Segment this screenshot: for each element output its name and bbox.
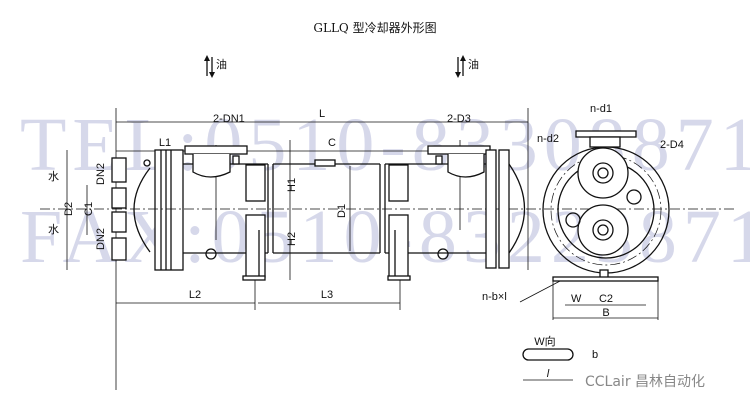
end-view — [542, 130, 670, 320]
dim-n-b-l: n-b×l — [482, 291, 507, 303]
support-right — [387, 164, 411, 281]
leader-n-b-l — [519, 279, 563, 303]
dim-B: B — [602, 307, 609, 319]
dim-2-D3: 2-D3 — [447, 113, 471, 125]
dim-D1: D1 — [336, 204, 348, 218]
dim-b: b — [592, 349, 598, 361]
dim-L3: L3 — [321, 289, 333, 301]
oil-outlet-arrow-icon — [455, 55, 466, 78]
oil-nozzle-left — [184, 145, 248, 178]
dim-D2: D2 — [63, 202, 75, 216]
dim-H2: H2 — [286, 232, 298, 246]
left-flange — [154, 149, 184, 271]
dim-C: C — [328, 137, 336, 149]
oil-inlet-arrow-icon — [204, 55, 215, 78]
oil-label-left: 油 — [216, 57, 227, 71]
drawing-title: GLLQ 型冷却器外形图 — [313, 21, 436, 35]
dim-DN2-top: DN2 — [95, 163, 107, 185]
dim-C2: C2 — [599, 293, 613, 305]
dim-L1: L1 — [159, 137, 171, 149]
w-view-label: W向 — [534, 334, 555, 348]
brand-watermark: CCLair 昌林自动化 — [585, 374, 705, 390]
dim-L: L — [319, 108, 325, 120]
water-inlet-label: 水 — [48, 223, 59, 236]
dim-n-d1: n-d1 — [590, 103, 612, 115]
dim-W: W — [571, 293, 582, 305]
water-outlet-label: 水 — [48, 170, 59, 183]
left-head — [111, 157, 151, 261]
slot-shape — [522, 348, 574, 361]
dim-DN2-bottom: DN2 — [95, 228, 107, 250]
dim-n-d2: n-d2 — [537, 133, 559, 145]
dim-l: l — [547, 368, 550, 380]
right-flange — [485, 149, 526, 269]
dim-H1: H1 — [286, 178, 298, 192]
dim-2-DN1: 2-DN1 — [213, 113, 245, 125]
dim-L2: L2 — [189, 289, 201, 301]
support-left — [242, 164, 266, 281]
dim-2-D4: 2-D4 — [660, 139, 684, 151]
oil-label-right: 油 — [468, 57, 479, 71]
shell-body — [183, 159, 486, 260]
